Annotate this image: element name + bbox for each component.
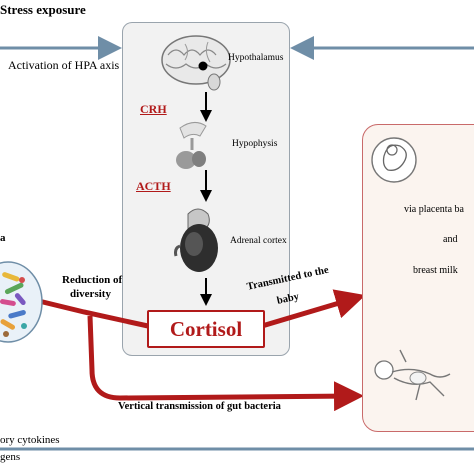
vertical-transmission-label: Vertical transmission of gut bacteria — [118, 401, 281, 412]
hypothalamus-label: Hypothalamus — [228, 53, 284, 63]
bottom-label-line2: gens — [0, 451, 21, 463]
adrenal-cortex-label: Adrenal cortex — [230, 236, 287, 246]
gut-bacteria-icon — [0, 261, 43, 343]
acth-label: ACTH — [136, 179, 171, 193]
vertical-transmission-arrow — [87, 315, 364, 412]
fetus-icon — [371, 137, 417, 183]
bottom-label-line1: ory cytokines — [0, 434, 60, 446]
left-edge-label: a — [0, 232, 6, 244]
hpa-activation-label: Activation of HPA axis — [8, 58, 120, 72]
hypophysis-label: Hypophysis — [232, 139, 278, 149]
brain-icon — [161, 35, 231, 91]
breast-milk-label: breast milk — [413, 265, 458, 276]
pituitary-icon — [176, 122, 207, 169]
reduction-label-line1: Reduction of — [62, 274, 123, 286]
transmit-arrow — [261, 289, 366, 329]
stress-exposure-label: Stress exposure — [0, 2, 86, 17]
cortisol-box: Cortisol — [147, 310, 265, 348]
crh-label: CRH — [140, 102, 167, 116]
and-label: and — [443, 234, 458, 245]
cortisol-label: Cortisol — [169, 316, 243, 341]
right-panel-icons — [371, 137, 451, 401]
infant-icon — [374, 349, 451, 401]
reduction-label-line2: diversity — [70, 288, 111, 300]
placenta-label: via placenta ba — [404, 204, 464, 215]
adrenal-gland-icon — [174, 208, 218, 272]
